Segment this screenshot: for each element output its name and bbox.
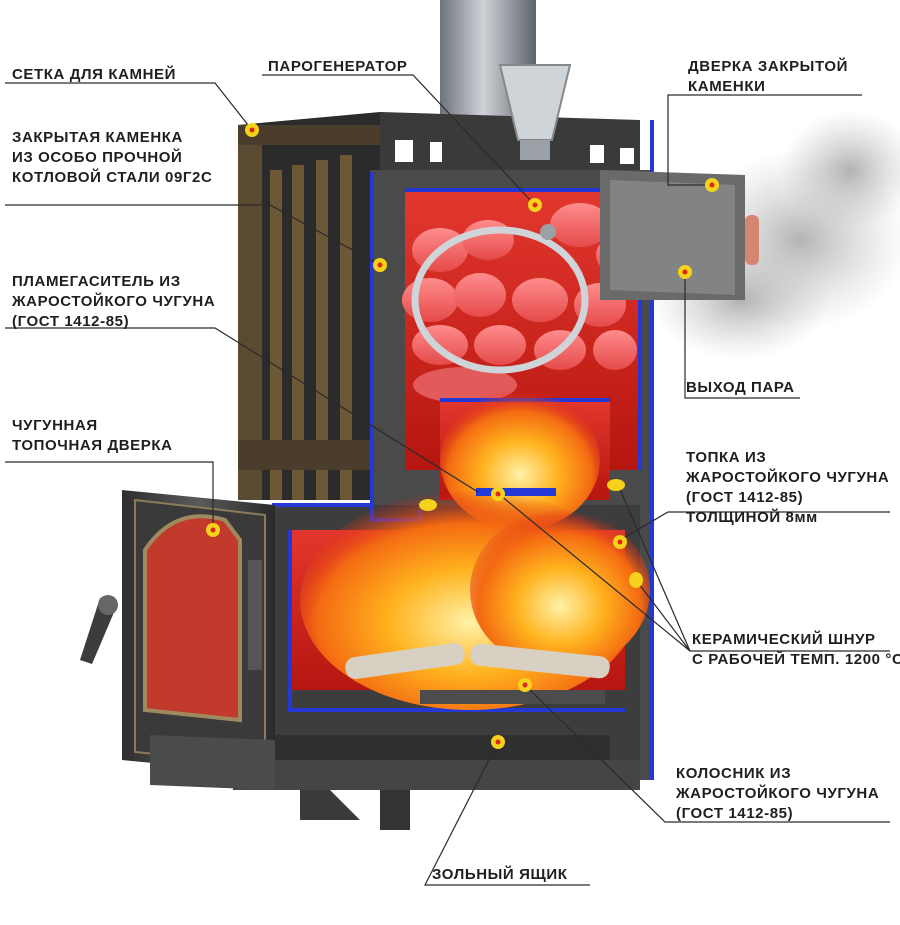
marker-stone-grid: [245, 123, 259, 137]
label-firebox-door: ЧУГУННАЯ ТОПОЧНАЯ ДВЕРКА: [12, 417, 173, 454]
label-ash-box: ЗОЛЬНЫЙ ЯЩИК: [432, 866, 568, 883]
label-stone-grid: СЕТКА ДЛЯ КАМНЕЙ: [12, 66, 177, 83]
marker-grate: [518, 678, 532, 692]
marker-steam-outlet: [678, 265, 692, 279]
marker-heater-door: [705, 178, 719, 192]
label-firebox: ТОПКА ИЗ ЖАРОСТОЙКОГО ЧУГУНА (ГОСТ 1412-…: [686, 449, 890, 526]
steam-generator: [411, 64, 589, 374]
label-flame-damper: ПЛАМЕГАСИТЕЛЬ ИЗ ЖАРОСТОЙКОГО ЧУГУНА (ГО…: [12, 273, 216, 330]
marker-damper: [491, 487, 505, 501]
marker-firebox: [613, 535, 627, 549]
label-steam-generator: ПАРОГЕНЕРАТОР: [268, 58, 408, 75]
firebox-door: [80, 490, 275, 790]
label-ceramic-cord: КЕРАМИЧЕСКИЙ ШНУР С РАБОЧЕЙ ТЕМП. 1200 °…: [692, 631, 900, 668]
label-steam-outlet: ВЫХОД ПАРА: [686, 379, 795, 396]
marker-ash-box: [491, 735, 505, 749]
heater-door: [600, 170, 759, 300]
marker-cord-1: [419, 499, 437, 511]
marker-heater: [373, 258, 387, 272]
leader-lines: [5, 74, 890, 886]
label-grate: КОЛОСНИК ИЗ ЖАРОСТОЙКОГО ЧУГУНА (ГОСТ 14…: [676, 765, 880, 822]
label-closed-heater: ЗАКРЫТАЯ КАМЕНКА ИЗ ОСОБО ПРОЧНОЙ КОТЛОВ…: [12, 129, 213, 186]
marker-firebox-door: [206, 523, 220, 537]
label-heater-door: ДВЕРКА ЗАКРЫТОЙ КАМЕНКИ: [688, 58, 848, 95]
marker-steam-gen: [528, 198, 542, 212]
ash-box: [233, 735, 640, 830]
callout-markers: [206, 123, 719, 749]
marker-cord-3: [629, 572, 643, 588]
stone-grid: [238, 112, 640, 500]
marker-cord-2: [607, 479, 625, 491]
firebox: [233, 390, 650, 780]
